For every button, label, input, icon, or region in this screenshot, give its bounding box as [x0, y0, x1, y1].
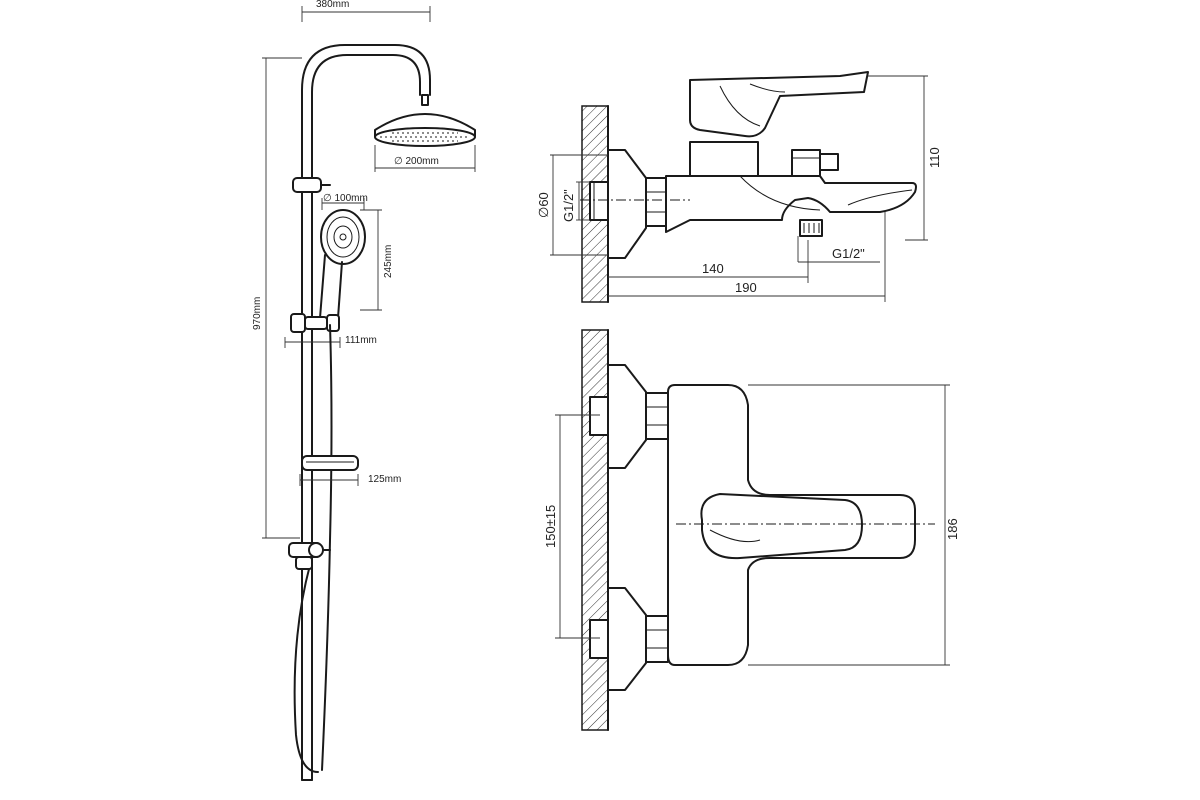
spacing-label: 150±15	[543, 505, 558, 548]
hand-diameter-label: ∅ 100mm	[323, 193, 368, 204]
upper-holder-clamp	[292, 177, 331, 193]
total-reach-label: 190	[735, 280, 757, 295]
shower-pole	[301, 44, 431, 781]
front-height-label: 186	[945, 518, 960, 540]
total-height-dimension: 970mm	[252, 57, 302, 539]
hand-height-dimension: 245mm	[360, 209, 394, 311]
holder-offset-label: 111mm	[345, 335, 377, 346]
shower-hose	[321, 324, 333, 771]
overhead-shower-head: ∅ 200mm	[374, 113, 476, 172]
outlet-fitting	[799, 219, 823, 237]
mixer-lever-front	[700, 493, 863, 560]
flange	[607, 149, 647, 259]
hex-nut	[645, 177, 667, 227]
mixer-lever	[689, 71, 869, 177]
hand-height-label: 245mm	[383, 245, 394, 278]
width-dimension: 380mm	[301, 0, 431, 22]
hand-shower: ∅ 100mm	[319, 193, 368, 326]
mixer-front-view: 150±15 186	[543, 329, 960, 731]
height-label: 110	[927, 147, 942, 168]
head-diameter-label: ∅ 200mm	[394, 156, 439, 167]
mixer-body	[665, 175, 917, 233]
spout-reach-label: 140	[702, 261, 724, 276]
soap-dish: 125mm	[299, 455, 401, 486]
thread-inlet-label: G1/2"	[561, 189, 576, 222]
shower-hose-lower	[293, 564, 319, 773]
mixer-side-view: ∅60 G1/2" 110 140 190 G1/2"	[536, 71, 942, 303]
thread-outlet-label: G1/2"	[832, 246, 865, 261]
width-label: 380mm	[316, 0, 349, 10]
total-height-label: 970mm	[252, 297, 263, 330]
shower-system-view: 380mm ∅ 200mm	[252, 0, 476, 781]
diverter	[288, 542, 331, 570]
diverter-knob	[791, 149, 839, 177]
flange-label: ∅60	[536, 192, 551, 218]
soap-offset-label: 125mm	[368, 474, 401, 485]
wall-section-front	[581, 329, 609, 731]
